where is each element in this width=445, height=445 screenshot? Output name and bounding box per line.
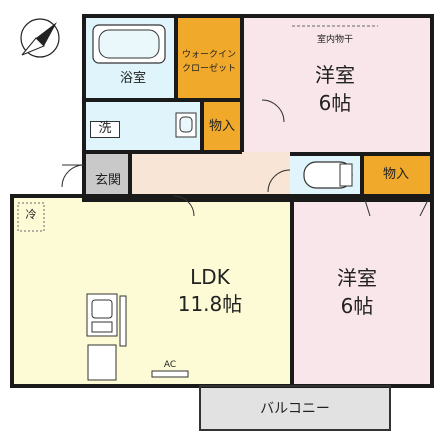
walls — [10, 14, 434, 388]
balcony-label: バルコニー — [260, 401, 330, 417]
door-swings — [61, 99, 429, 217]
ac-unit — [151, 370, 189, 378]
toilet-icon — [303, 161, 353, 189]
hallway-floor — [130, 152, 290, 198]
refrigerator-label: 冷 — [25, 208, 37, 221]
storage-east-floor — [362, 154, 430, 198]
western-room-south-label-2: 6帖 — [340, 294, 374, 318]
air-conditioner-label: AC — [163, 360, 177, 370]
kitchen-sink-icon — [86, 293, 118, 337]
western-room-north-floor — [242, 18, 430, 154]
storage-center-floor — [202, 100, 242, 152]
entrance-label: 玄関 — [94, 173, 121, 188]
ldk-label-1: LDK — [190, 265, 230, 289]
balcony-outline — [199, 385, 391, 431]
walk-in-closet-label-1: ウォークイン — [181, 50, 236, 60]
western-room-south-floor — [292, 198, 430, 384]
entrance-floor — [86, 152, 130, 198]
walk-in-closet-label-2: クローゼット — [181, 64, 236, 74]
bathtub-icon — [92, 24, 166, 64]
ldk-floor — [14, 198, 292, 384]
refrigerator-space — [17, 202, 45, 232]
indoor-drying-label: 室内物干 — [316, 35, 353, 45]
walk-in-closet-floor — [176, 18, 242, 100]
western-room-north-label-1: 洋室 — [315, 63, 355, 87]
stove-icon — [87, 344, 117, 381]
western-room-north-label-2: 6帖 — [318, 91, 352, 115]
compass-icon — [20, 18, 60, 58]
washroom-label: 洗 — [90, 121, 120, 138]
storage-center-label: 物入 — [208, 119, 235, 134]
kitchen-partition — [119, 295, 127, 347]
bathroom-label: 浴室 — [119, 71, 146, 86]
ldk-label-2: 11.8帖 — [177, 292, 243, 316]
storage-east-label: 物入 — [382, 167, 409, 182]
sink-icon — [175, 112, 197, 138]
balcony-floor — [200, 384, 390, 430]
western-room-south-label-1: 洋室 — [337, 266, 377, 290]
